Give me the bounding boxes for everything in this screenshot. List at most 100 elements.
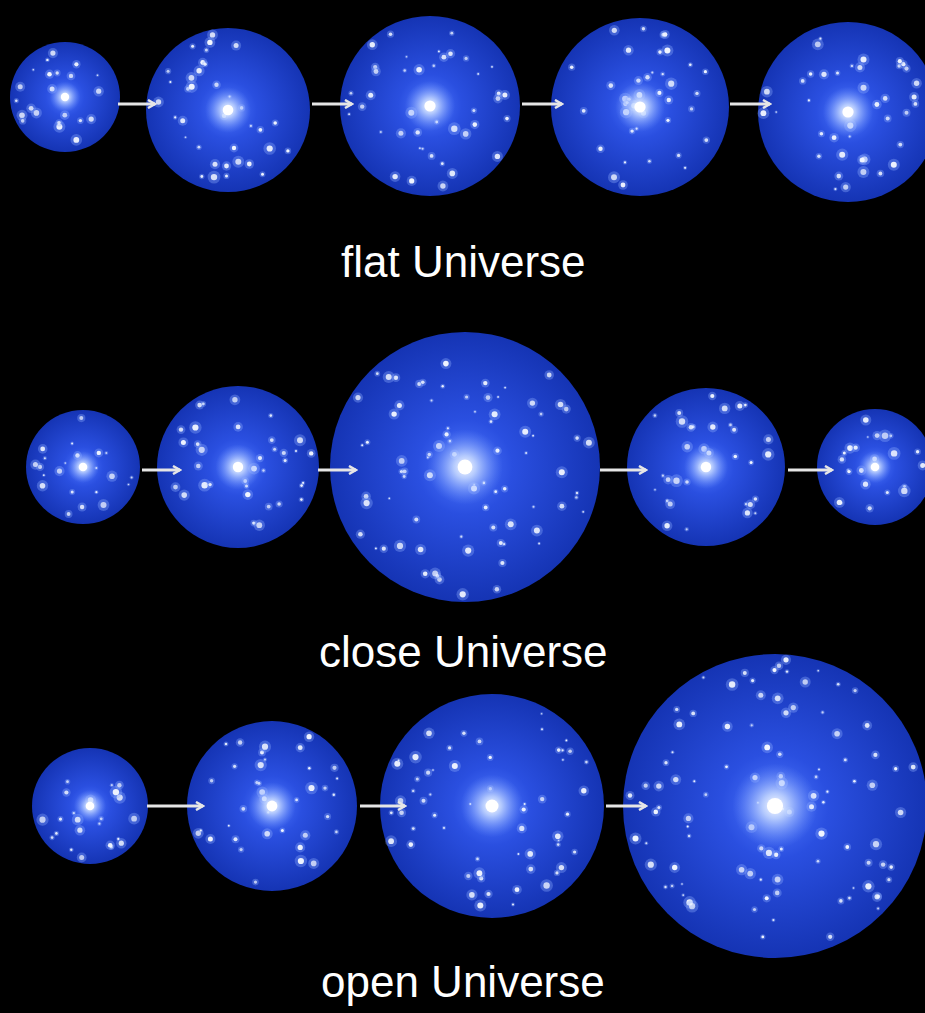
galaxy-dot (465, 395, 468, 398)
galaxy-dot (236, 425, 241, 430)
galaxy-glow (772, 692, 784, 704)
galaxy-dot (397, 403, 402, 408)
galaxy-glow (833, 187, 837, 191)
galaxy-dot (543, 882, 549, 888)
galaxy-dot (477, 870, 483, 876)
galaxy-glow (653, 488, 656, 491)
galaxy-glow (304, 732, 314, 742)
galaxy-dot (403, 470, 407, 474)
galaxy-glow (414, 776, 420, 782)
galaxy-glow (568, 64, 575, 71)
galaxy-glow (877, 170, 885, 178)
galaxy-dot (57, 121, 61, 125)
galaxy-dot (465, 57, 468, 60)
galaxy-dot (863, 482, 868, 487)
galaxy-dot (443, 361, 449, 367)
galaxy-glow (440, 384, 445, 389)
cluster-core (67, 451, 99, 483)
galaxy-glow (257, 126, 265, 134)
galaxy-dot (71, 443, 73, 445)
galaxy-dot (256, 522, 262, 528)
galaxy-dot (258, 762, 264, 768)
galaxy-dot (200, 829, 202, 831)
galaxy-glow (656, 804, 662, 810)
galaxy-glow (15, 82, 25, 92)
galaxy-dot (540, 413, 543, 416)
galaxy-dot (55, 832, 58, 835)
galaxy-dot (626, 48, 631, 53)
galaxy-dot (547, 373, 552, 378)
galaxy-dot (710, 394, 714, 398)
time-arrow (360, 805, 405, 808)
galaxy-glow (860, 415, 871, 426)
galaxy-dot (62, 113, 67, 118)
galaxy-glow (308, 858, 319, 869)
galaxy-dot (399, 458, 405, 464)
galaxy-glow (912, 100, 920, 108)
galaxy-glow (623, 160, 627, 164)
galaxy-dot (737, 404, 742, 409)
galaxy-dot (308, 767, 310, 769)
galaxy-dot (668, 81, 674, 87)
cluster-center (424, 100, 435, 111)
galaxy-dot (191, 45, 194, 48)
galaxy-glow (788, 702, 798, 712)
galaxy-glow (128, 813, 140, 825)
galaxy-glow (466, 889, 477, 900)
cluster-core (405, 81, 455, 131)
galaxy-glow (383, 371, 395, 383)
galaxy-glow (886, 876, 893, 883)
galaxy-dot (18, 84, 23, 89)
galaxy-dot (734, 455, 738, 459)
galaxy-dot (826, 791, 828, 793)
galaxy-glow (189, 421, 201, 433)
galaxy-dot (500, 561, 504, 565)
galaxy-glow (660, 72, 665, 77)
galaxy-dot (69, 74, 73, 78)
galaxy-glow (497, 539, 505, 547)
galaxy-dot (688, 835, 690, 837)
universe-sphere (817, 409, 925, 525)
galaxy-glow (501, 485, 508, 492)
galaxy-glow (670, 474, 683, 487)
galaxy-glow (517, 823, 527, 833)
galaxy-dot (555, 833, 561, 839)
galaxy-glow (296, 743, 305, 752)
galaxy-glow (299, 483, 304, 488)
galaxy-dot (399, 810, 404, 815)
galaxy-glow (834, 172, 843, 181)
galaxy-glow (557, 501, 567, 511)
galaxy-glow (626, 791, 635, 800)
galaxy-dot (409, 178, 414, 183)
galaxy-glow (432, 812, 438, 818)
galaxy-glow (750, 678, 756, 684)
galaxy-glow (761, 86, 773, 98)
galaxy-glow (186, 72, 198, 84)
cluster-core (823, 87, 873, 137)
galaxy-glow (94, 490, 98, 494)
galaxy-glow (379, 130, 383, 134)
galaxy-glow (280, 828, 286, 834)
galaxy-dot (559, 469, 565, 475)
galaxy-dot (887, 878, 890, 881)
galaxy-glow (865, 859, 873, 867)
galaxy-dot (460, 591, 466, 597)
galaxy-glow (223, 173, 229, 179)
galaxy-dot (250, 125, 252, 127)
galaxy-dot (729, 681, 735, 687)
galaxy-dot (174, 116, 176, 118)
galaxy-dot (817, 155, 820, 158)
galaxy-dot (414, 518, 418, 522)
galaxy-glow (630, 833, 642, 845)
galaxy-glow (851, 443, 860, 452)
galaxy-dot (905, 111, 909, 115)
galaxy-dot (732, 428, 736, 432)
galaxy-glow (449, 31, 454, 36)
galaxy-glow (703, 792, 709, 798)
galaxy-dot (472, 109, 475, 112)
galaxy-dot (560, 504, 565, 509)
galaxy-glow (641, 781, 650, 790)
galaxy-glow (263, 142, 276, 155)
galaxy-glow (847, 895, 852, 900)
galaxy-glow (330, 764, 338, 772)
